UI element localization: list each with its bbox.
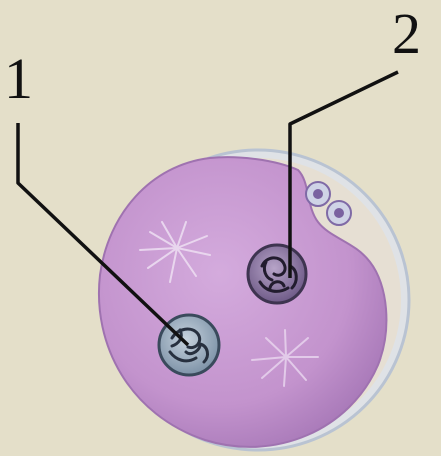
pronucleus-2	[248, 245, 306, 303]
label-1: 1	[4, 50, 33, 108]
label-2: 2	[392, 5, 421, 63]
